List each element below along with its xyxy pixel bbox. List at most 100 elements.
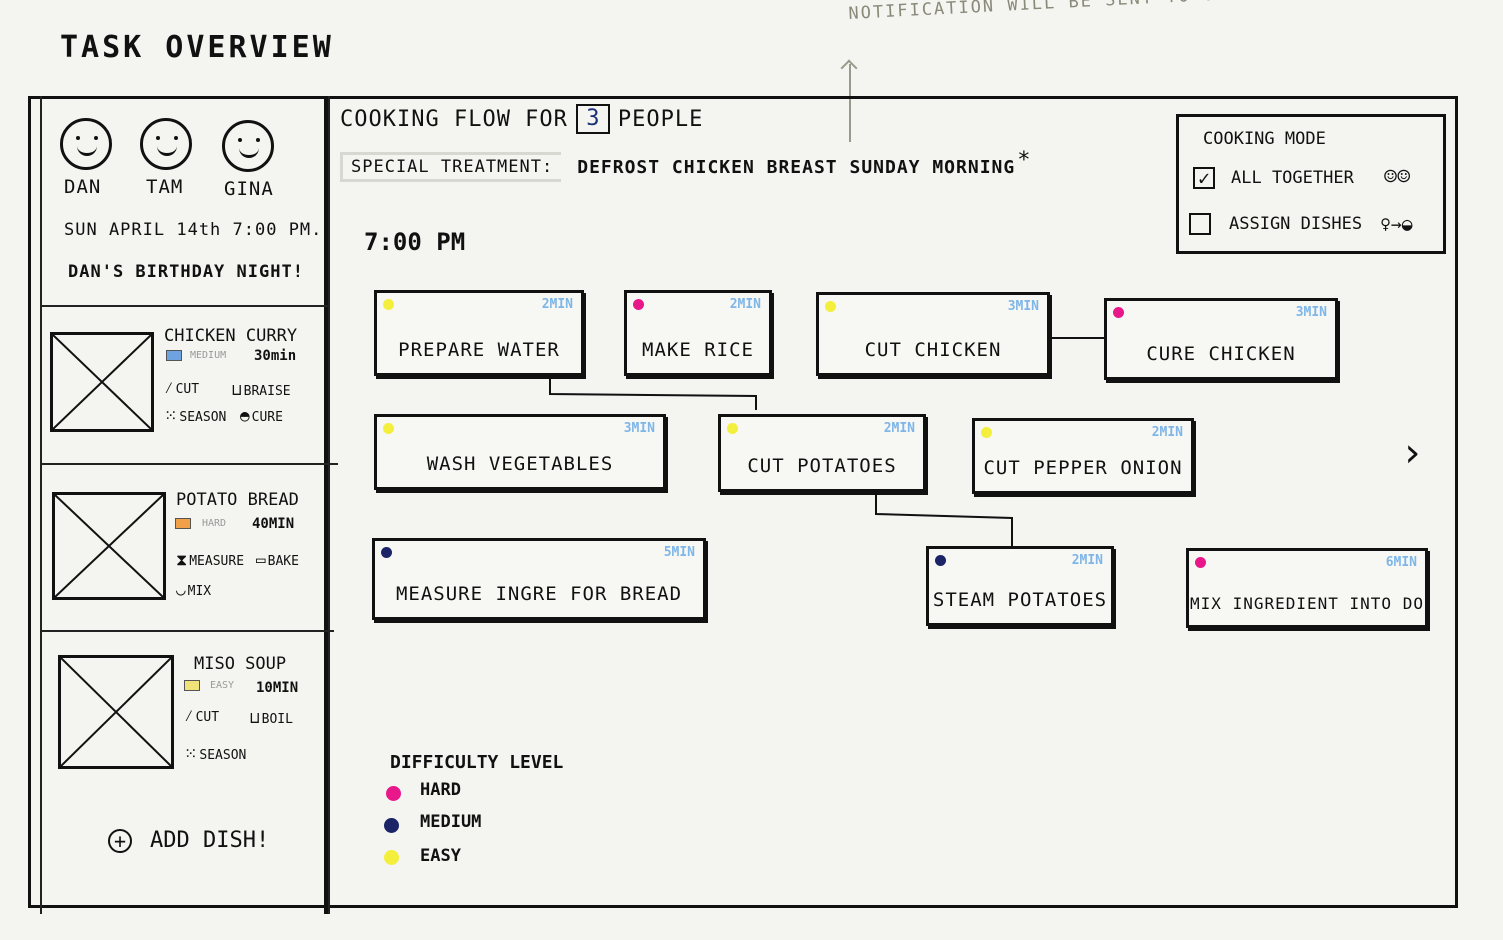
flow-header-suffix: PEOPLE bbox=[617, 106, 704, 132]
page-title: TASK OVERVIEW bbox=[60, 30, 334, 65]
section-divider bbox=[40, 630, 334, 632]
dish-step: ▭BAKE bbox=[256, 550, 299, 569]
dish-step: ⁄CUT bbox=[164, 378, 200, 397]
dish-image-placeholder bbox=[50, 332, 154, 432]
difficulty-dot bbox=[1113, 307, 1124, 318]
people-count-input[interactable]: 3 bbox=[575, 104, 610, 134]
task-card-wash-vegetables[interactable]: 3MIN WASH VEGETABLES bbox=[374, 414, 666, 490]
task-label: WASH VEGETABLES bbox=[426, 453, 614, 475]
dish-duration: 30min bbox=[254, 348, 297, 364]
difficulty-label: MEDIUM bbox=[190, 350, 227, 361]
cooking-mode-panel: COOKING MODE ✓ ALL TOGETHER ☺☺ ASSIGN DI… bbox=[1176, 114, 1446, 254]
task-card-cut-chicken[interactable]: 3MIN CUT CHICKEN bbox=[816, 292, 1050, 376]
task-label: PREPARE WATER bbox=[398, 339, 560, 361]
start-time: 7:00 PM bbox=[364, 228, 466, 256]
difficulty-swatch bbox=[175, 518, 191, 529]
mode-option-label: ASSIGN DISHES bbox=[1229, 214, 1363, 234]
difficulty-dot bbox=[383, 423, 394, 434]
event-title: DAN'S BIRTHDAY NIGHT! bbox=[68, 262, 304, 282]
difficulty-swatch bbox=[166, 350, 182, 361]
legend-label: HARD bbox=[420, 780, 461, 800]
pot-icon: ⊔ bbox=[250, 708, 260, 727]
group-icon: ☺☺ bbox=[1383, 165, 1411, 190]
special-treatment-label: SPECIAL TREATMENT: bbox=[340, 152, 562, 182]
mode-option-label: ALL TOGETHER bbox=[1231, 167, 1354, 188]
mixer-icon: ◡ bbox=[176, 580, 186, 599]
event-date: SUN APRIL 14th 7:00 PM. bbox=[64, 220, 323, 240]
add-dish-label: ADD DISH! bbox=[150, 828, 270, 853]
difficulty-swatch bbox=[184, 680, 200, 691]
dish-duration: 10MIN bbox=[256, 680, 299, 696]
legend-label: MEDIUM bbox=[420, 812, 482, 832]
flow-header-prefix: COOKING FLOW FOR bbox=[340, 106, 568, 132]
special-treatment-text: DEFROST CHICKEN BREAST SUNDAY MORNING bbox=[577, 156, 1016, 178]
task-card-prepare-water[interactable]: 2MIN PREPARE WATER bbox=[374, 290, 584, 376]
dish-step: ⁄CUT bbox=[184, 706, 220, 725]
knife-icon: ⁄ bbox=[184, 706, 194, 725]
task-label: MEASURE INGRE FOR BREAD bbox=[395, 583, 683, 605]
task-duration: 6MIN bbox=[1385, 555, 1417, 570]
person-to-dish-icon: ♀→◒ bbox=[1380, 213, 1413, 235]
bowl-icon: ◓ bbox=[240, 406, 250, 425]
pot-icon: ⊔ bbox=[232, 380, 242, 399]
dish-name[interactable]: MISO SOUP bbox=[194, 654, 287, 674]
task-duration: 2MIN bbox=[883, 421, 915, 436]
dish-step: ◓CURE bbox=[240, 406, 283, 425]
legend-dot-easy bbox=[384, 850, 399, 865]
task-card-cut-potatoes[interactable]: 2MIN CUT POTATOES bbox=[718, 414, 926, 492]
legend-dot-medium bbox=[384, 818, 399, 833]
task-duration: 3MIN bbox=[1295, 305, 1327, 320]
task-card-steam-potatoes[interactable]: 2MIN STEAM POTATOES bbox=[926, 546, 1114, 626]
dish-step: ⁙SEASON bbox=[184, 744, 247, 763]
dish-step: ⁙SEASON bbox=[164, 406, 227, 425]
task-card-measure-ingredients[interactable]: 5MIN MEASURE INGRE FOR BREAD bbox=[372, 538, 706, 620]
member-name: TAM bbox=[146, 176, 184, 198]
difficulty-dot bbox=[727, 423, 738, 434]
mode-option-all-together[interactable]: ✓ ALL TOGETHER ☺☺ bbox=[1193, 165, 1410, 190]
up-arrow-icon bbox=[849, 64, 851, 142]
checkbox-all-together[interactable]: ✓ bbox=[1193, 166, 1215, 189]
section-divider bbox=[40, 305, 330, 307]
next-chevron-icon[interactable]: › bbox=[1400, 430, 1425, 476]
difficulty-dot bbox=[981, 427, 992, 438]
task-duration: 3MIN bbox=[1007, 299, 1039, 314]
task-card-make-rice[interactable]: 2MIN MAKE RICE bbox=[624, 290, 772, 376]
task-card-cut-pepper-onion[interactable]: 2MIN CUT PEPPER ONION bbox=[972, 418, 1194, 494]
cooking-mode-title: COOKING MODE bbox=[1203, 129, 1326, 149]
avatar-dan[interactable] bbox=[60, 118, 112, 170]
difficulty-dot bbox=[381, 547, 392, 558]
dish-step: ◡MIX bbox=[176, 580, 212, 599]
task-duration: 2MIN bbox=[1151, 425, 1183, 440]
difficulty-label: EASY bbox=[210, 680, 235, 691]
legend-label: EASY bbox=[420, 846, 461, 866]
task-label: CUT POTATOES bbox=[747, 455, 897, 477]
task-duration: 5MIN bbox=[663, 545, 695, 560]
dish-name[interactable]: POTATO BREAD bbox=[176, 490, 299, 510]
task-duration: 2MIN bbox=[541, 297, 573, 312]
avatar-gina[interactable] bbox=[222, 120, 274, 172]
dish-image-placeholder bbox=[52, 492, 166, 600]
task-duration: 2MIN bbox=[1071, 553, 1103, 568]
hourglass-icon: ⧗ bbox=[176, 550, 188, 569]
task-label: STEAM POTATOES bbox=[932, 589, 1108, 611]
dish-name[interactable]: CHICKEN CURRY bbox=[164, 326, 298, 346]
task-label: CUT PEPPER ONION bbox=[983, 457, 1183, 479]
difficulty-dot bbox=[935, 555, 946, 566]
task-card-cure-chicken[interactable]: 3MIN CURE CHICKEN bbox=[1104, 298, 1338, 380]
task-label: MAKE RICE bbox=[642, 339, 754, 361]
dish-duration: 40MIN bbox=[252, 516, 295, 532]
knife-icon: ⁄ bbox=[164, 378, 174, 397]
add-dish-button[interactable]: + ADD DISH! bbox=[108, 828, 269, 853]
difficulty-dot bbox=[633, 299, 644, 310]
mode-option-assign-dishes[interactable]: ASSIGN DISHES ♀→◒ bbox=[1189, 213, 1413, 235]
shaker-icon: ⁙ bbox=[184, 744, 198, 763]
avatar-tam[interactable] bbox=[140, 118, 192, 170]
task-label: CUT CHICKEN bbox=[864, 339, 1002, 361]
task-duration: 2MIN bbox=[729, 297, 761, 312]
task-card-mix-ingredient[interactable]: 6MIN MIX INGREDIENT INTO DO bbox=[1186, 548, 1428, 628]
legend-title: DIFFICULTY LEVEL bbox=[390, 752, 564, 773]
asterisk-mark: * bbox=[1017, 147, 1031, 173]
difficulty-label: HARD bbox=[202, 518, 227, 529]
checkbox-assign-dishes[interactable] bbox=[1189, 213, 1211, 235]
